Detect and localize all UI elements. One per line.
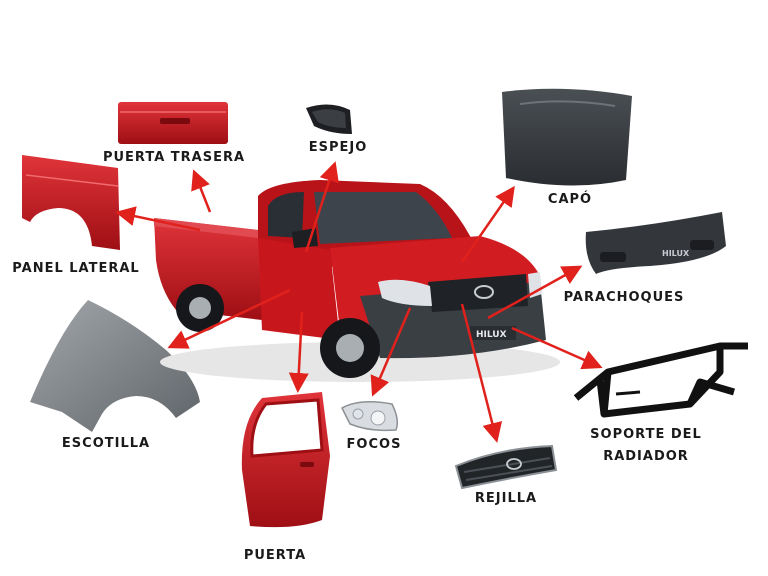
label-panel-lateral: PANEL LATERAL [12,261,140,276]
headlight-part [341,401,399,432]
tailgate-part [118,102,228,144]
arrow-radiator-support [511,326,603,370]
arrow-tailgate [191,169,212,213]
arrow-headlight [370,307,412,397]
arrow-mirror [304,161,339,253]
label-puerta-trasera: PUERTA TRASERA [102,150,246,165]
label-rejilla: REJILLA [474,491,538,506]
label-parachoques: PARACHOQUES [563,290,685,305]
bed-side-part [22,155,120,250]
arrow-grille [460,303,503,443]
pickup-truck: HILUX [154,180,560,382]
hood-part [502,88,632,186]
grille-part [454,444,558,490]
bumper-badge: HILUX [662,249,690,258]
label-soporte-line1: SOPORTE DEL [590,427,702,442]
arrow-bumper [487,265,583,320]
label-puerta: PUERTA [243,548,307,563]
door-part [241,392,330,528]
label-escotilla: ESCOTILLA [61,436,151,451]
arrow-bed-side [115,206,201,232]
fender-part [30,300,200,432]
callout-arrows [115,161,603,443]
label-focos: FOCOS [346,437,402,452]
mirror-part [306,104,352,134]
bumper-part: HILUX [585,212,726,274]
label-soporte-del-radiador: SOPORTE DEL RADIADOR [590,424,702,468]
arrow-door [288,311,309,393]
radiator-support-part [573,342,748,418]
label-capo: CAPÓ [547,192,593,207]
arrow-fender [167,288,291,349]
truck-badge: HILUX [476,330,507,340]
label-soporte-line2: RADIADOR [603,449,689,464]
label-espejo: ESPEJO [308,140,368,155]
arrow-hood [460,185,515,263]
